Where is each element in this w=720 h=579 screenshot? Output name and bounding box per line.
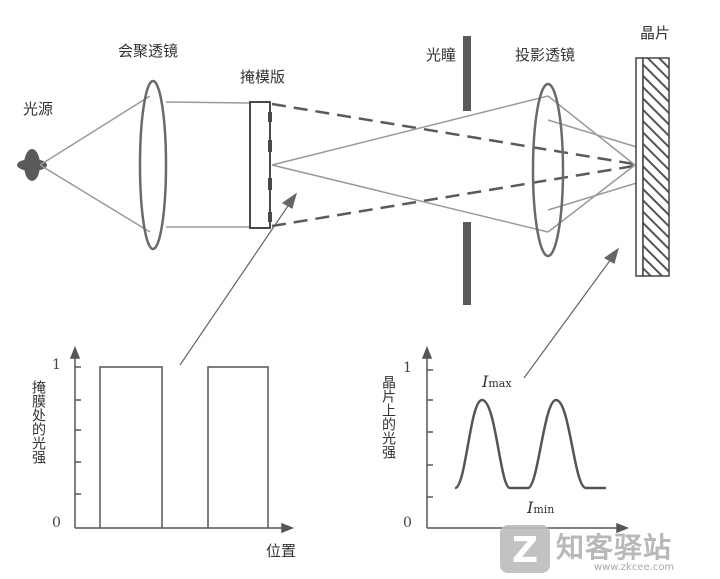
- condenser-lens-label: 会聚透镜: [118, 42, 179, 60]
- pupil-label: 光瞳: [426, 46, 457, 64]
- right-graph-sine-curve: [454, 398, 606, 490]
- dashed-rays: [271, 102, 641, 228]
- mask-label: 掩模版: [240, 68, 286, 86]
- pupil-aperture: [463, 36, 471, 305]
- right-graph-tick-1: 1: [403, 360, 412, 376]
- wafer: [635, 57, 670, 277]
- source-rays: [39, 95, 151, 233]
- left-graph-tick-1: 1: [52, 357, 61, 373]
- watermark-brand: 知客驿站: [556, 531, 673, 564]
- collimated-rays: [165, 101, 251, 228]
- mask-plate: [249, 101, 272, 229]
- left-graph-ylabel: 掩膜处的光强: [30, 380, 46, 464]
- right-graph-axes: [421, 345, 630, 534]
- left-graph-tick-0: 0: [52, 515, 61, 531]
- right-graph-tick-0: 0: [403, 515, 412, 531]
- pointer-arrows: [179, 192, 620, 379]
- watermark-url: www.zkcee.com: [594, 562, 675, 573]
- right-graph-ylabel: 晶片上的光强: [380, 375, 396, 459]
- left-graph-xlabel: 位置: [266, 542, 297, 560]
- left-graph-square-wave: [99, 366, 269, 528]
- projection-lens-label: 投影透镜: [515, 46, 576, 64]
- i-max-label: Imax: [482, 372, 512, 391]
- watermark-logo-icon: Z: [500, 525, 550, 573]
- light-source-label: 光源: [23, 100, 54, 118]
- imaging-rays: [271, 95, 641, 233]
- i-min-label: Imin: [527, 498, 555, 517]
- condenser-lens: [138, 79, 168, 251]
- svg-text:Z: Z: [512, 530, 538, 571]
- left-graph-axes: [69, 345, 295, 534]
- light-source-icon: [17, 149, 47, 181]
- wafer-label: 晶片: [640, 24, 671, 42]
- projection-lens: [531, 82, 565, 258]
